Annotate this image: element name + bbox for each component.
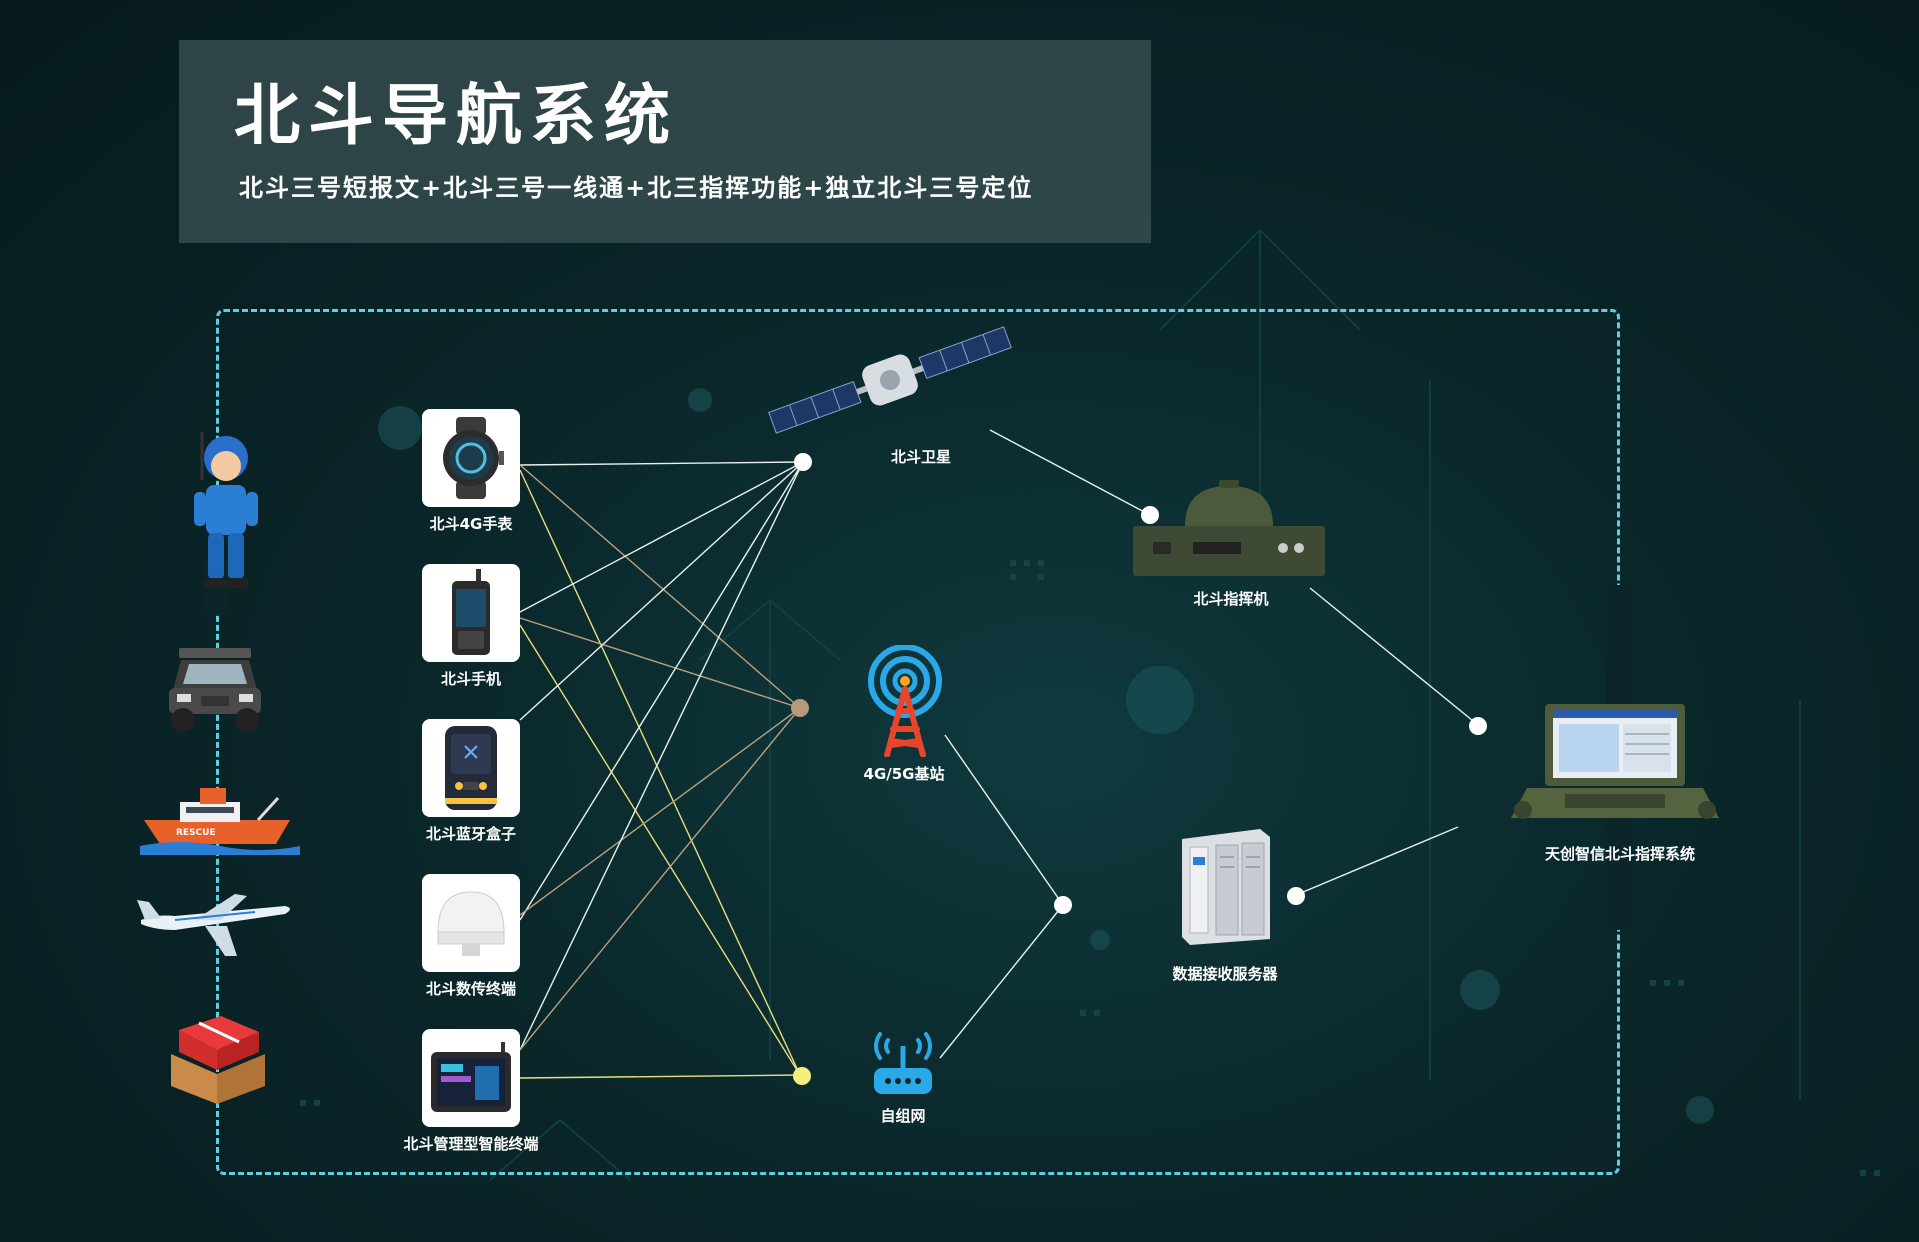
link-gnss-sat: [519, 461, 804, 921]
server-icon: [1182, 829, 1270, 945]
mesh-node: [793, 1067, 811, 1085]
rescue-boat-icon: RESCUE: [140, 788, 300, 855]
page-subtitle: 北斗三号短报文+北斗三号一线通+北三指挥功能+独立北斗三号定位: [239, 174, 1034, 202]
device-card-gnss: [422, 874, 520, 972]
rugged-tablet-icon: [431, 1042, 511, 1112]
command-unit-icon: [1133, 480, 1325, 576]
network-junction-node: [1054, 896, 1072, 914]
satellite-icon: [768, 326, 1012, 434]
bluetooth-box-icon: [445, 726, 497, 810]
gnss-antenna-icon: [437, 891, 505, 956]
device-card-phone: [422, 564, 520, 662]
command-system-label: 天创智信北斗指挥系统: [1544, 845, 1696, 863]
link-watch-base: [519, 464, 801, 709]
link-gnss-base: [519, 707, 801, 916]
device-card-tablet: [422, 1029, 520, 1127]
rugged-laptop-icon: [1511, 704, 1719, 819]
airplane-icon: [137, 894, 290, 956]
link-watch-mesh: [519, 469, 801, 1076]
link-phone-sat: [519, 461, 804, 613]
mesh-label: 自组网: [880, 1107, 926, 1125]
device-label: 北斗4G手表: [429, 515, 513, 533]
svg-text:RESCUE: RESCUE: [176, 828, 216, 838]
device-card-watch: [422, 409, 520, 507]
link-tablet-mesh: [519, 1074, 801, 1079]
page-title: 北斗导航系统: [234, 77, 678, 154]
link-tablet-base: [519, 707, 801, 1051]
command-system-node: [1469, 717, 1487, 735]
base-station-node: [791, 699, 809, 717]
link-sat-cmd: [989, 429, 1151, 516]
parcel-box-icon: [171, 1016, 265, 1104]
base-station-label: 4G/5G基站: [863, 765, 945, 783]
rugged-phone-icon: [452, 569, 490, 655]
command-unit-label: 北斗指挥机: [1193, 590, 1269, 608]
suv-icon: [169, 648, 261, 732]
link-tablet-sat: [519, 461, 804, 1051]
satellite-node: [794, 453, 812, 471]
link-mesh-mesh-node: [939, 904, 1064, 1059]
title-panel: 北斗导航系统 北斗三号短报文+北斗三号一线通+北三指挥功能+独立北斗三号定位: [179, 40, 1151, 243]
device-label: 北斗蓝牙盒子: [425, 825, 517, 843]
link-server-system: [1295, 826, 1459, 896]
link-cmd-system: [1309, 587, 1479, 726]
rescuer-icon: [194, 432, 258, 588]
mesh-router-icon: [874, 1032, 932, 1094]
device-label: 北斗管理型智能终端: [403, 1135, 539, 1153]
link-phone-mesh: [519, 624, 801, 1076]
link-base-mesh-node: [944, 734, 1064, 906]
smartwatch-icon: [443, 417, 504, 499]
command-unit-node: [1141, 506, 1159, 524]
device-label: 北斗手机: [440, 670, 502, 688]
server-node: [1287, 887, 1305, 905]
cell-tower-icon: [868, 645, 942, 757]
link-bt-sat: [519, 461, 804, 721]
link-phone-base: [519, 617, 801, 709]
server-label: 数据接收服务器: [1172, 965, 1278, 983]
device-card-bt-box: [422, 719, 520, 817]
satellite-label: 北斗卫星: [890, 448, 952, 466]
link-watch-sat: [519, 461, 804, 466]
device-label: 北斗数传终端: [425, 980, 517, 998]
